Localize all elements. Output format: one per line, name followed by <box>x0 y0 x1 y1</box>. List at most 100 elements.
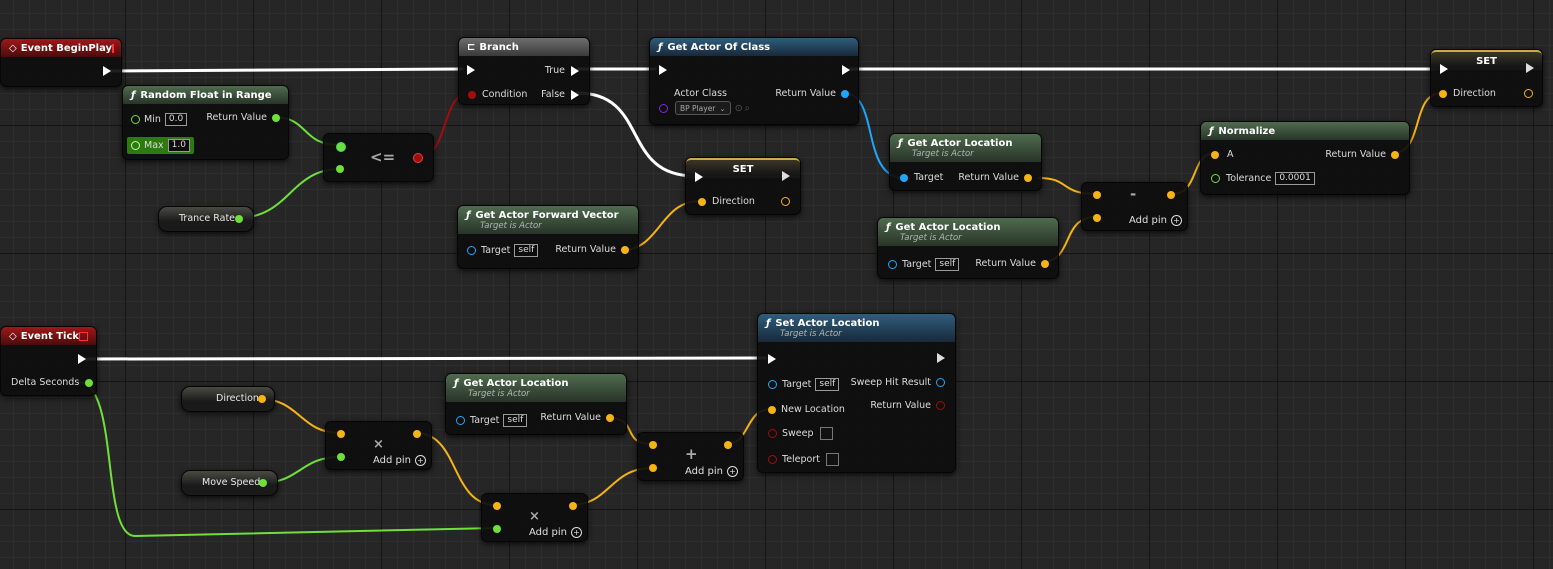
exec-in-pin[interactable] <box>1440 64 1448 74</box>
output-pin[interactable] <box>413 430 421 438</box>
input-b-pin[interactable] <box>337 453 345 461</box>
target-pin[interactable]: Target self <box>768 378 840 391</box>
search-icon[interactable]: ⌕ <box>744 102 750 114</box>
self-field[interactable]: self <box>514 244 539 257</box>
return-value-pin[interactable]: Return Value <box>1325 149 1399 160</box>
min-value-field[interactable]: 0.0 <box>164 113 188 126</box>
set-direction-node[interactable]: SET Direction <box>685 157 801 215</box>
delegate-pin-icon[interactable] <box>79 331 88 341</box>
add-pin-button[interactable]: Add pin + <box>1129 215 1183 226</box>
input-b-pin[interactable] <box>493 525 501 533</box>
target-pin[interactable]: Target self <box>456 414 528 427</box>
min-pin[interactable]: Min 0.0 <box>131 113 188 126</box>
input-a-pin[interactable] <box>1093 191 1101 199</box>
less-equal-node[interactable]: <= <box>323 133 434 182</box>
branch-node[interactable]: ⊏ Branch Condition True False <box>458 37 590 105</box>
exec-in-pin[interactable] <box>768 354 776 364</box>
teleport-checkbox[interactable] <box>826 453 839 466</box>
self-field[interactable]: self <box>815 378 840 391</box>
node-header[interactable]: ◇ Event Tick <box>1 327 96 345</box>
random-float-in-range-node[interactable]: ƒ Random Float in Range Min 0.0 Max 1.0 … <box>122 85 289 160</box>
input-b-pin[interactable] <box>336 165 344 173</box>
delegate-pin-icon[interactable] <box>112 43 115 53</box>
add-node[interactable]: + Add pin + <box>637 432 744 481</box>
exec-in-pin[interactable] <box>659 65 667 75</box>
node-header[interactable]: SET <box>1431 50 1542 70</box>
set-direction-node-2[interactable]: SET Direction <box>1430 49 1543 107</box>
add-pin-button[interactable]: Add pin + <box>529 527 583 538</box>
condition-pin[interactable]: Condition <box>468 89 527 100</box>
input-a-pin[interactable] <box>336 142 346 152</box>
output-pin[interactable] <box>1167 191 1175 199</box>
target-pin[interactable]: Target self <box>467 244 539 257</box>
exec-out-pin[interactable] <box>78 354 86 364</box>
node-header[interactable]: ◇ Event BeginPlay <box>1 39 121 57</box>
self-field[interactable]: self <box>935 258 960 271</box>
float-pin-icon[interactable] <box>259 479 267 487</box>
vector-pin-icon[interactable] <box>258 395 266 403</box>
node-header[interactable]: ƒ Normalize <box>1201 122 1409 140</box>
max-pin[interactable]: Max 1.0 <box>127 137 194 154</box>
tolerance-value-field[interactable]: 0.0001 <box>1275 172 1315 185</box>
max-value-field[interactable]: 1.0 <box>167 139 190 152</box>
sweep-checkbox[interactable] <box>819 427 833 440</box>
exec-out-pin[interactable] <box>1526 63 1534 73</box>
node-header[interactable]: ƒ Random Float in Range <box>123 86 288 104</box>
tolerance-pin[interactable]: Tolerance 0.0001 <box>1211 172 1315 185</box>
return-value-pin[interactable]: Return Value <box>958 172 1032 183</box>
input-b-pin[interactable] <box>1093 214 1101 222</box>
node-header[interactable]: SET <box>686 158 800 178</box>
exec-out-pin[interactable] <box>103 66 111 76</box>
class-dropdown[interactable]: BP Player ⌄ <box>675 101 731 115</box>
return-value-pin[interactable]: Return Value <box>540 412 614 423</box>
exec-out-pin[interactable] <box>782 171 790 181</box>
true-pin[interactable]: True <box>545 65 579 76</box>
teleport-pin[interactable]: Teleport <box>768 453 839 466</box>
delta-seconds-pin[interactable]: Delta Seconds <box>11 377 94 388</box>
direction-pin[interactable]: Direction <box>1439 88 1496 99</box>
input-a-pin[interactable] <box>493 502 501 510</box>
actor-class-pin[interactable]: BP Player ⌄ ⊙ ⌕ <box>659 101 750 115</box>
get-actor-of-class-node[interactable]: ƒ Get Actor Of Class Actor Class BP Play… <box>649 37 859 125</box>
return-value-pin[interactable]: Return Value <box>206 112 280 123</box>
self-field[interactable]: self <box>503 414 528 427</box>
input-b-pin[interactable] <box>649 464 657 472</box>
a-pin[interactable]: A <box>1211 149 1234 160</box>
node-header[interactable]: ⊏ Branch <box>459 38 589 56</box>
new-location-pin[interactable]: New Location <box>768 404 845 415</box>
subtract-node[interactable]: - Add pin + <box>1081 182 1188 231</box>
output-pin[interactable] <box>724 441 732 449</box>
input-a-pin[interactable] <box>649 441 657 449</box>
target-pin[interactable]: Target self <box>888 258 960 271</box>
exec-out-pin[interactable] <box>937 353 945 363</box>
move-speed-variable[interactable]: Move Speed <box>181 470 278 496</box>
exec-in-pin[interactable] <box>467 65 475 75</box>
direction-variable[interactable]: Direction <box>181 386 275 412</box>
add-pin-button[interactable]: Add pin + <box>373 455 427 466</box>
multiply-node-1[interactable]: × Add pin + <box>325 421 432 470</box>
node-header[interactable]: ƒ Get Actor Of Class <box>650 38 858 56</box>
input-a-pin[interactable] <box>337 430 345 438</box>
trance-rate-variable[interactable]: Trance Rate <box>158 206 254 232</box>
exec-in-pin[interactable] <box>695 172 703 182</box>
output-pin[interactable] <box>569 502 577 510</box>
sweep-pin[interactable]: Sweep <box>768 427 833 440</box>
return-value-pin[interactable]: Return Value <box>870 400 945 411</box>
float-pin-icon[interactable] <box>235 215 243 223</box>
sweep-hit-result-pin[interactable]: Sweep Hit Result <box>851 377 945 388</box>
browse-icon[interactable]: ⊙ <box>734 102 743 114</box>
return-value-pin[interactable]: Return Value <box>555 244 629 255</box>
multiply-node-2[interactable]: × Add pin + <box>481 493 588 542</box>
normalize-node[interactable]: ƒ Normalize A Tolerance 0.0001 Return Va… <box>1200 121 1410 195</box>
bool-output-pin[interactable] <box>413 153 423 163</box>
